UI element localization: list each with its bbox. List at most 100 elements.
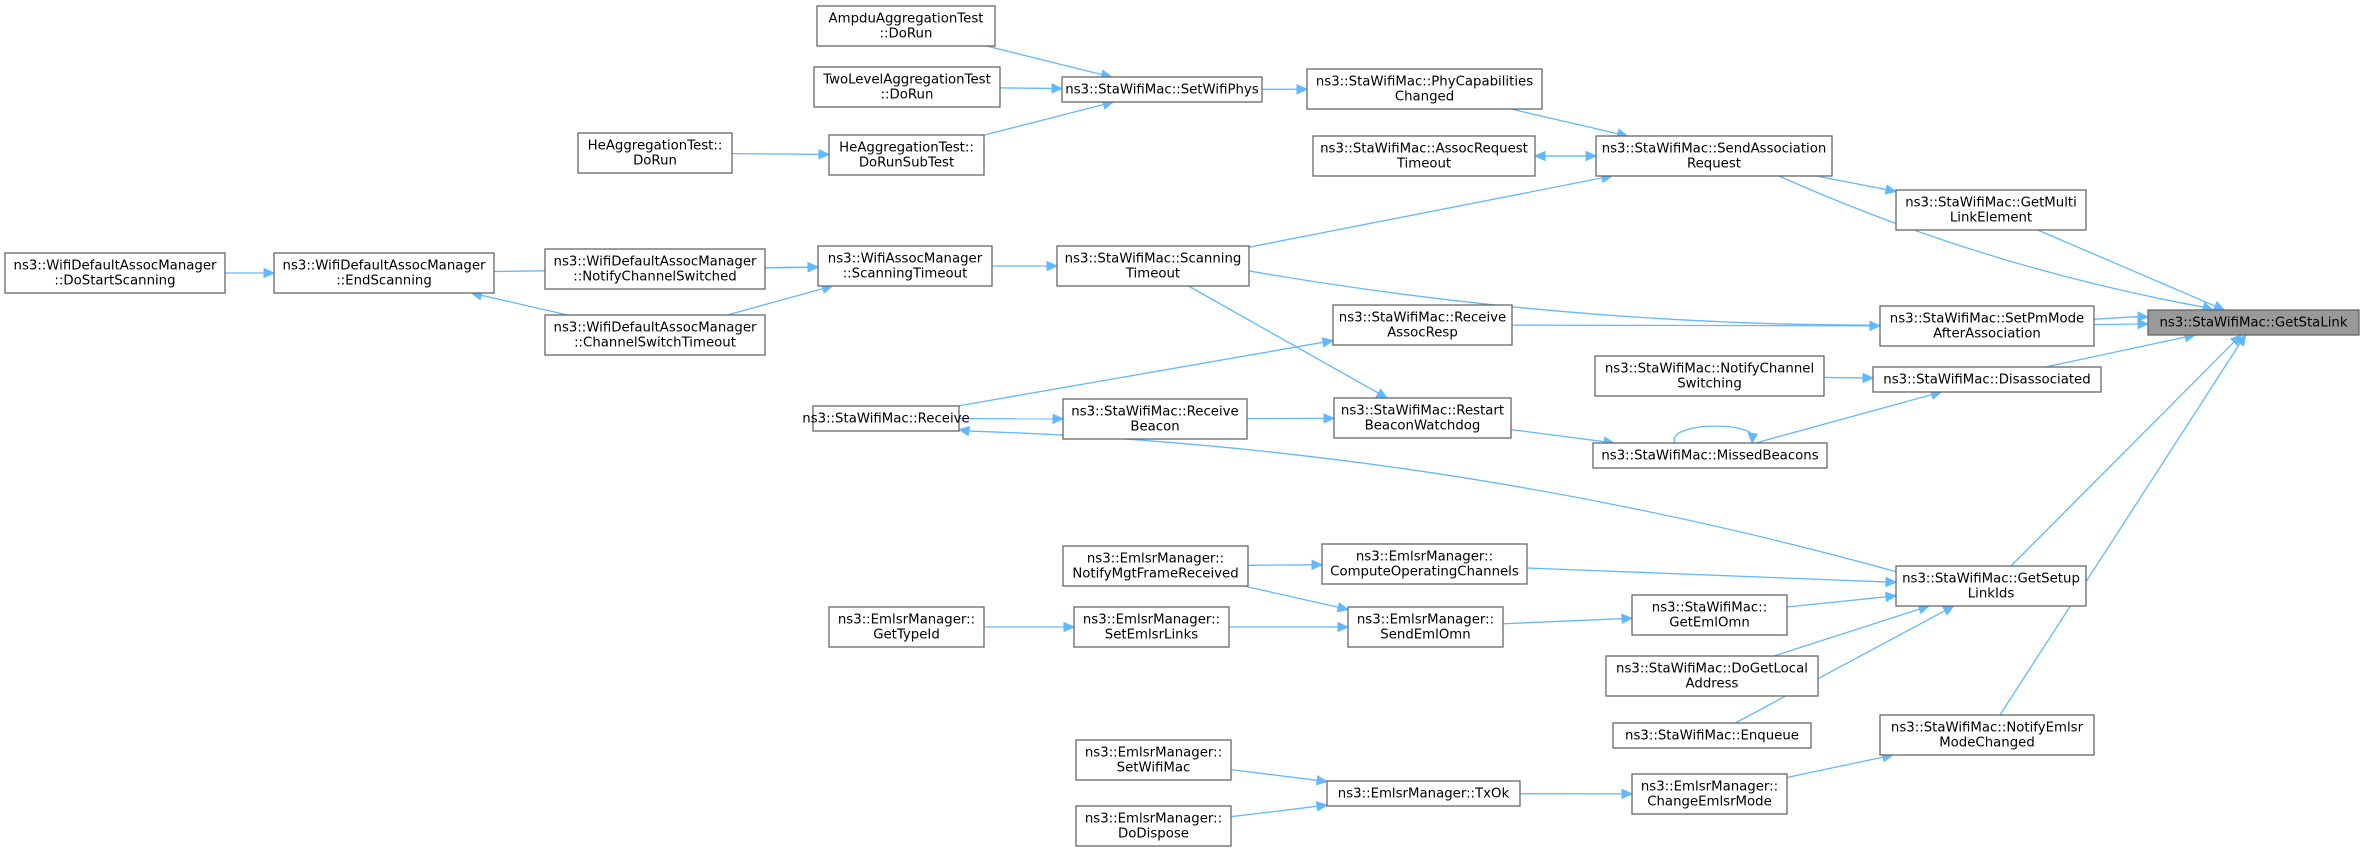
node-label-line: BeaconWatchdog: [1365, 419, 1481, 434]
edge-arrowhead: [1052, 413, 1065, 425]
edge-assocreqtimeout-to-sendassocreq: [1534, 150, 1598, 162]
node-channelswitchtimeout[interactable]: ns3::WifiDefaultAssocManager::ChannelSwi…: [544, 314, 766, 356]
node-box: [1312, 135, 1536, 177]
node-setwifiphys[interactable]: ns3::StaWifiMac::SetWifiPhys: [1061, 76, 1263, 103]
edge-line: [1243, 585, 1339, 608]
edge-gettypeid-to-setemlsrlinks: [984, 621, 1076, 633]
edge-line: [1816, 175, 1887, 191]
node-endscanning[interactable]: ns3::WifiDefaultAssocManager::EndScannin…: [273, 252, 495, 294]
edge-computechannels-to-getsetuplinkids: [1526, 567, 1898, 588]
edge-line: [986, 45, 1103, 76]
edge-notifychannelswitched-to-assocmgrscantimeout: [764, 261, 820, 273]
edge-notifymgtframe-to-sendemlomn: [1243, 585, 1350, 613]
node-label-line: ns3::StaWifiMac::Receive: [1071, 405, 1238, 420]
node-setemlsrlinks[interactable]: ns3::EmlsrManager::SetEmlsrLinks: [1073, 606, 1230, 648]
edge-arrowhead: [1885, 591, 1898, 603]
edge-arrowhead: [1336, 602, 1350, 613]
node-box: [1631, 594, 1788, 636]
edge-arrowhead: [1941, 605, 1955, 616]
node-box: [1595, 135, 1833, 177]
node-label-line: ns3::EmlsrManager::: [1087, 552, 1224, 567]
node-box: [1333, 397, 1512, 439]
node-label-line: AssocResp: [1387, 326, 1458, 341]
node-label-line: AmpduAggregationTest: [829, 12, 984, 27]
edge-notifychannelswitching-to-disassociated: [1823, 372, 1875, 384]
node-label-line: DoDispose: [1118, 827, 1189, 842]
node-box: [1895, 189, 2087, 231]
node-dostartscanning[interactable]: ns3::WifiDefaultAssocManager::DoStartSca…: [4, 252, 226, 294]
node-label-line: NotifyMgtFrameReceived: [1072, 567, 1238, 582]
edge-arrowhead: [2137, 311, 2150, 322]
edge-scantimeout-to-sendassocreq: [1248, 172, 1614, 248]
node-receive[interactable]: ns3::StaWifiMac::Receive: [802, 405, 970, 432]
edge-line: [727, 288, 824, 316]
node-twoleveltest[interactable]: TwoLevelAggregationTest::DoRun: [813, 66, 1001, 108]
node-label-line: ns3::WifiDefaultAssocManager: [554, 321, 757, 336]
node-notifymgtframe[interactable]: ns3::EmlsrManager::NotifyMgtFrameReceive…: [1062, 545, 1249, 587]
node-hesubtest[interactable]: HeAggregationTest::DoRunSubTest: [828, 134, 985, 176]
node-getstalink[interactable]: ns3::StaWifiMac::GetStaLink: [2147, 309, 2360, 336]
edge-arrowhead: [1621, 613, 1634, 624]
edge-line: [1188, 285, 1379, 394]
edge-line: [1502, 618, 1623, 625]
node-label-line: Request: [1687, 157, 1741, 172]
node-label-line: ns3::StaWifiMac::MissedBeacons: [1601, 449, 1818, 464]
edge-arrowhead: [1315, 775, 1329, 786]
edge-line: [731, 152, 820, 155]
node-scantimeout[interactable]: ns3::StaWifiMac::ScanningTimeout: [1056, 245, 1250, 287]
node-computechannels[interactable]: ns3::EmlsrManager::ComputeOperatingChann…: [1321, 543, 1528, 585]
node-box: [544, 314, 766, 356]
node-setwifimac[interactable]: ns3::EmlsrManager::SetWifiMac: [1075, 739, 1232, 781]
node-hetestrun[interactable]: HeAggregationTest::DoRun: [577, 132, 733, 174]
edge-hesubtest-to-setwifiphys: [983, 99, 1115, 136]
edge-arrowhead: [2137, 318, 2150, 330]
node-notifychannelswitched[interactable]: ns3::WifiDefaultAssocManager::NotifyChan…: [544, 248, 766, 290]
node-sendemlomn[interactable]: ns3::EmlsrManager::SendEmlOmn: [1347, 606, 1504, 648]
node-box: [1872, 366, 2102, 393]
edge-line: [1735, 610, 1946, 724]
node-box: [1075, 739, 1232, 781]
node-label-line: ns3::WifiDefaultAssocManager: [14, 259, 217, 274]
edge-arrowhead: [2235, 333, 2247, 347]
edge-line: [2093, 323, 2139, 326]
node-assocmgrscantimeout[interactable]: ns3::WifiAssocManager::ScanningTimeout: [817, 245, 993, 287]
edge-receive-to-receivebeacon: [958, 413, 1065, 425]
node-txok[interactable]: ns3::EmlsrManager::TxOk: [1326, 780, 1521, 807]
node-label-line: ns3::StaWifiMac::: [1652, 601, 1767, 616]
node-enqueue[interactable]: ns3::StaWifiMac::Enqueue: [1612, 722, 1812, 749]
edge-receive-to-receiveassocresp: [957, 337, 1335, 407]
edge-line: [1230, 768, 1318, 781]
node-label-line: ns3::StaWifiMac::Disassociated: [1883, 373, 2090, 388]
node-label-line: LinkIds: [1968, 587, 2015, 602]
node-label-line: Timeout: [1396, 157, 1451, 172]
node-box: [1594, 355, 1825, 397]
node-box: [1592, 442, 1828, 469]
node-box: [273, 252, 495, 294]
node-label-line: ns3::WifiDefaultAssocManager: [554, 255, 757, 270]
node-box: [817, 245, 993, 287]
node-label-line: ns3::EmlsrManager::: [1356, 550, 1493, 565]
node-box: [1879, 714, 2095, 756]
node-changeemlsrmode[interactable]: ns3::EmlsrManager::ChangeEmlsrMode: [1631, 773, 1788, 815]
node-missedbeacons[interactable]: ns3::StaWifiMac::MissedBeacons: [1592, 442, 1828, 469]
edge-receivebeacon-to-restartwatchdog: [1246, 413, 1336, 424]
node-setpmmode[interactable]: ns3::StaWifiMac::SetPmModeAfterAssociati…: [1879, 305, 2095, 347]
node-ampdutest[interactable]: AmpduAggregationTest::DoRun: [816, 5, 996, 47]
node-gettypeid[interactable]: ns3::EmlsrManager::GetTypeId: [828, 606, 985, 648]
node-disassociated[interactable]: ns3::StaWifiMac::Disassociated: [1872, 366, 2102, 393]
node-dodispose[interactable]: ns3::EmlsrManager::DoDispose: [1075, 805, 1232, 847]
node-getemlomn[interactable]: ns3::StaWifiMac::GetEmlOmn: [1631, 594, 1788, 636]
edge-arrowhead: [1323, 413, 1336, 424]
